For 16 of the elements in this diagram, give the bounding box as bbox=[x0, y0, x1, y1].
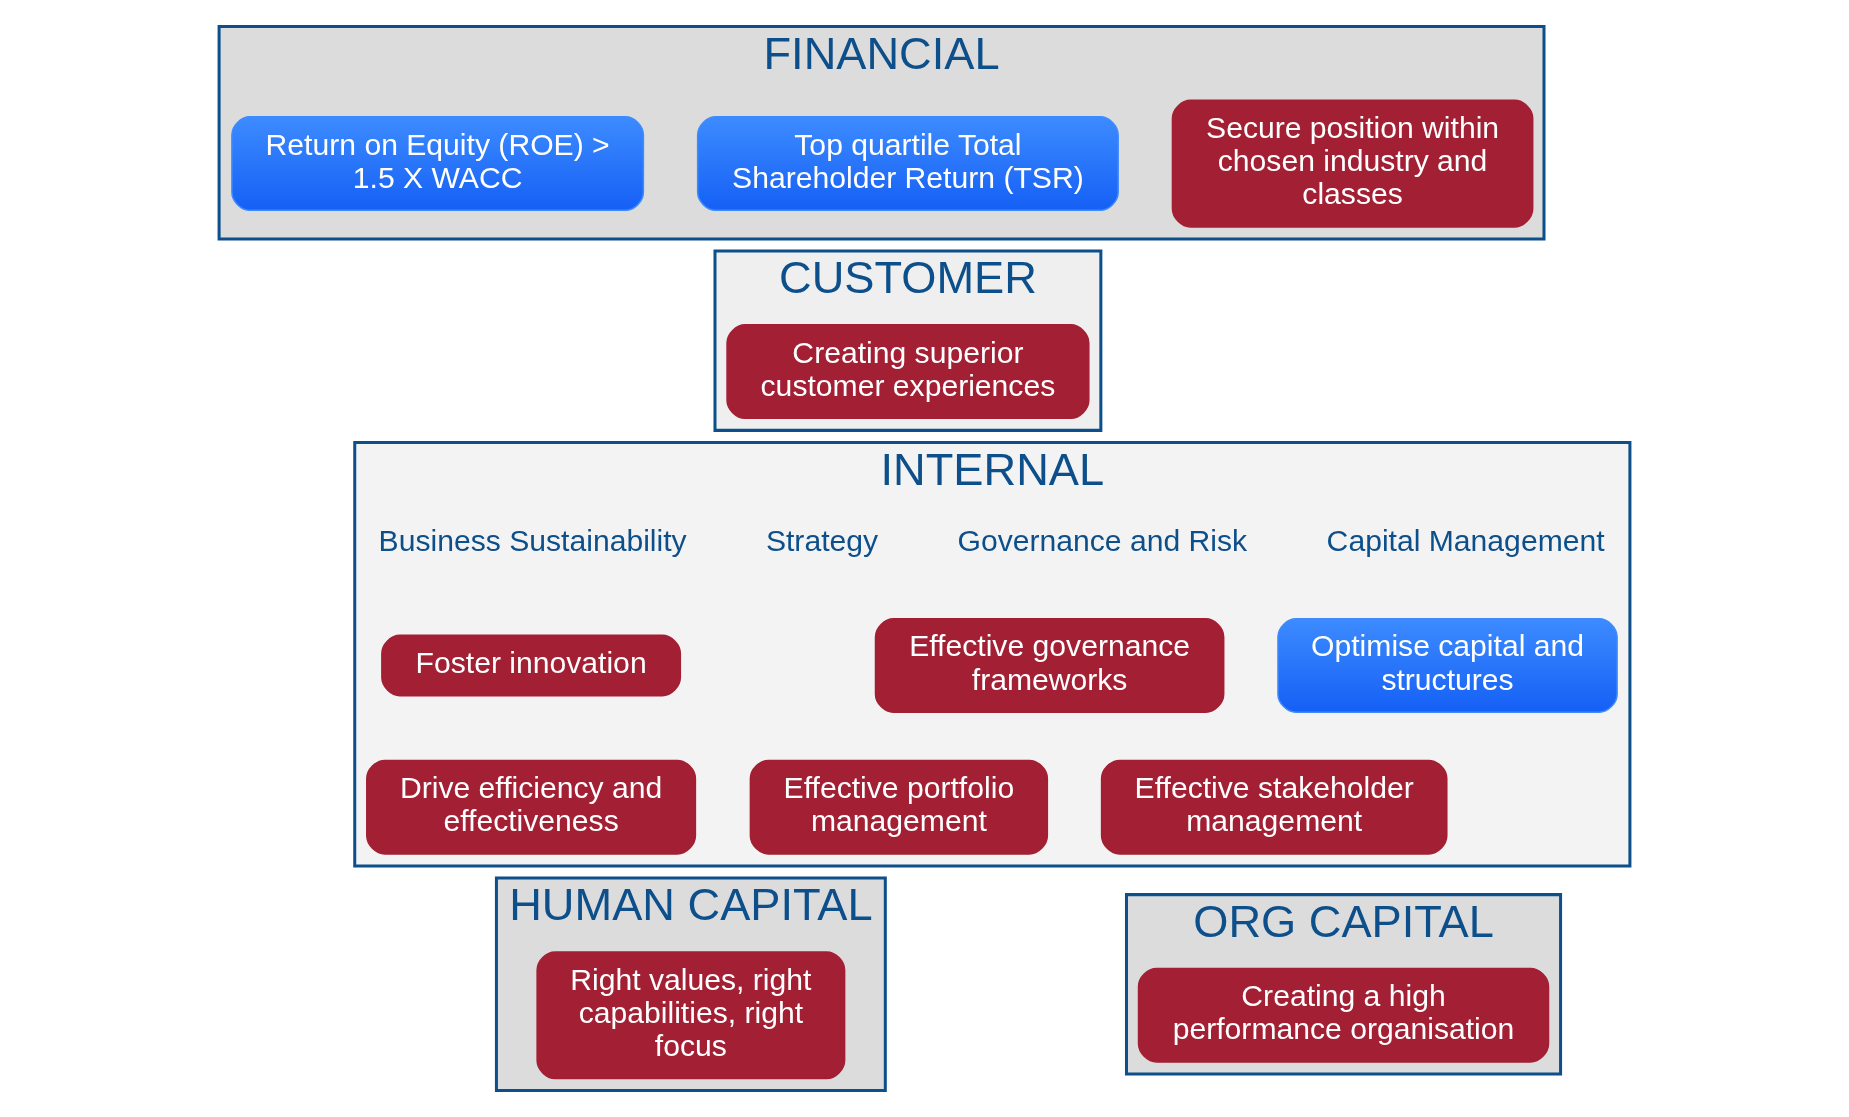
label: Business Sustainability bbox=[378, 523, 687, 557]
node-box: Creating superior customer experiences bbox=[726, 324, 1090, 420]
node-box: Top quartile Total Shareholder Return (TSR) bbox=[696, 116, 1119, 212]
label: Governance and Risk bbox=[957, 523, 1248, 557]
node-box: Right values, right capabilities, right focus bbox=[536, 951, 846, 1080]
node-box: Optimise capital and structures bbox=[1277, 618, 1618, 713]
label: Strategy bbox=[765, 523, 879, 557]
node-box: Foster innovation bbox=[381, 634, 682, 697]
node-box: Drive efficiency and effectiveness bbox=[366, 759, 697, 855]
node-box: Effective portfolio management bbox=[749, 759, 1049, 855]
node-box: Creating a high performance organisation bbox=[1137, 967, 1550, 1063]
label: Capital Management bbox=[1326, 523, 1605, 557]
node-box: Secure position within chosen industry and classes bbox=[1171, 99, 1534, 228]
node-box: Return on Equity (ROE) > 1.5 X WACC bbox=[231, 116, 645, 212]
node-box: Effective governance frameworks bbox=[874, 618, 1225, 713]
node-box: Effective stakeholder management bbox=[1100, 759, 1448, 855]
